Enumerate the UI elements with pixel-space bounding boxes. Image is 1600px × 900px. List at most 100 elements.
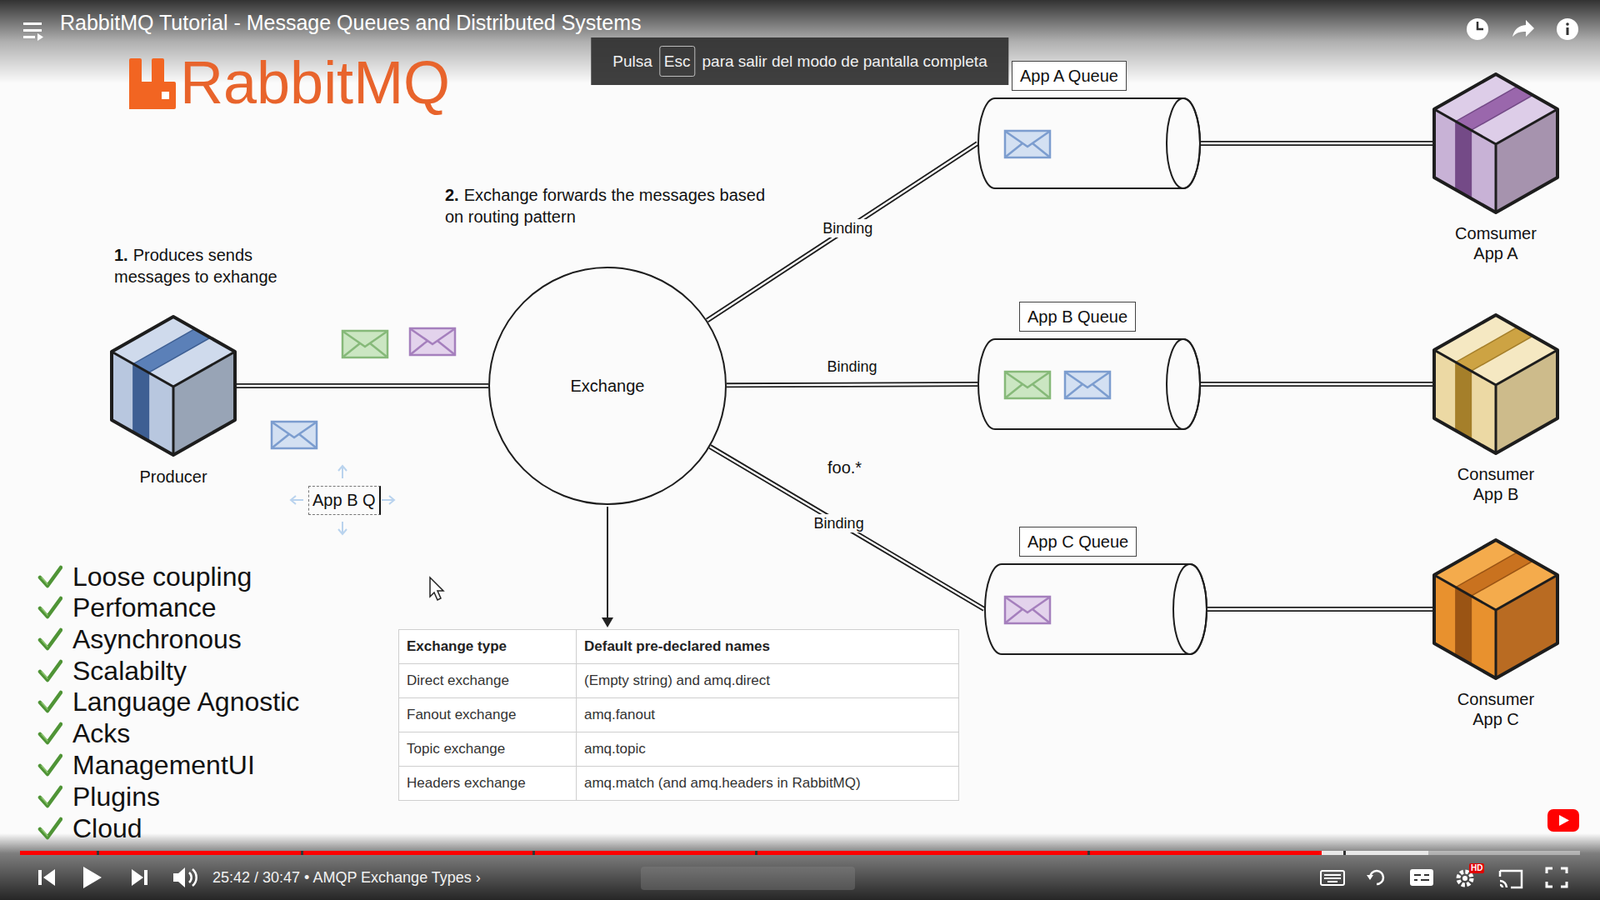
cube-tape (1455, 362, 1472, 440)
mouse-cursor (430, 577, 444, 600)
graphic-part (755, 850, 758, 855)
graphic-part (23, 22, 42, 25)
message-queue: App A Queue (975, 60, 1202, 190)
cube-face (1495, 109, 1558, 213)
circle-outline (489, 267, 726, 505)
binding-line (707, 143, 978, 321)
check-stroke (40, 567, 61, 586)
table-arrow (601, 506, 614, 628)
cube-icon (1430, 311, 1561, 457)
player-controls (38, 866, 197, 889)
checklist-row: Acks (37, 717, 130, 750)
graphic-part (1087, 850, 1090, 855)
cube-face (1495, 350, 1558, 454)
fullscreen-hint: Pulsa (612, 52, 653, 71)
graphic-part (37, 33, 44, 41)
check-mark (37, 626, 63, 652)
graphic-part (23, 35, 35, 39)
line-outer (710, 446, 985, 610)
cube-tape (133, 329, 211, 374)
envelope (1005, 371, 1050, 399)
check-mark (37, 720, 63, 746)
envelope (1005, 130, 1050, 158)
message-queue: App C Queue (981, 526, 1209, 656)
check-shine (41, 702, 48, 710)
graphic-part (20, 850, 1322, 855)
envelope (1065, 371, 1110, 399)
check-shine (41, 734, 48, 741)
node-label: Exchange (570, 375, 645, 396)
graphic-part (38, 870, 42, 885)
table-cell: Topic exchange (399, 732, 577, 767)
cube-edge (1434, 575, 1558, 679)
progress-bar (20, 850, 1580, 855)
graphic-part (96, 850, 100, 855)
step-callout: 1.Produces sends messages to exhange (114, 244, 310, 288)
fullscreen-hint: para salir del modo de pantalla completa (702, 52, 988, 71)
line-outer (726, 384, 978, 385)
routing-pattern: foo.* (827, 457, 862, 478)
cube-edge (1434, 109, 1558, 213)
hd-badge: HD (1469, 863, 1485, 874)
graphic-part (338, 521, 347, 535)
cube-icon (1430, 536, 1561, 682)
graphic-part (381, 495, 395, 505)
benefit-item: Scalabilty (72, 655, 187, 687)
graphic-part (1065, 372, 1110, 398)
checklist-row: Asynchronous (37, 623, 242, 655)
graphic-part (1559, 815, 1570, 826)
graphic-part (1370, 870, 1384, 885)
cube-tape (133, 364, 150, 442)
edited-text-box: App B Q (308, 485, 381, 515)
dimmed-toolbar (640, 866, 855, 890)
cylinder-end (1166, 98, 1200, 189)
graphic-part (192, 869, 197, 886)
check-stroke (40, 755, 61, 775)
node-label: Comsumer App A (1441, 223, 1550, 264)
benefit-item: Loose coupling (72, 560, 252, 593)
check-stroke (40, 598, 61, 617)
binding-label: Binding (810, 514, 868, 533)
node-label: Consumer App C (1441, 689, 1550, 730)
node-label: Producer (139, 466, 207, 487)
line-inner (1199, 142, 1434, 145)
check-shine (41, 797, 48, 805)
bottom-shade (0, 833, 1600, 900)
queue-name: App C Queue (1019, 526, 1137, 557)
graphic-part (290, 495, 304, 505)
key-cap: Esc (659, 45, 696, 77)
graphic-part (1466, 18, 1489, 40)
check-stroke (40, 630, 61, 649)
cube-tape (1455, 327, 1534, 372)
graphic-part (1547, 809, 1580, 832)
checklist-row: ManagementUI (37, 749, 255, 781)
graphic-part (1565, 22, 1570, 26)
graphic-part (1005, 597, 1050, 623)
table-cell: Headers exchange (399, 766, 577, 801)
graphic-part (1343, 850, 1346, 855)
graphic-part (1566, 27, 1570, 35)
graphic-part (1320, 870, 1345, 885)
checklist-row: Loose coupling (37, 560, 252, 593)
benefit-item: Cloud (72, 812, 143, 845)
binding-line (235, 385, 489, 387)
check-shine (41, 577, 48, 585)
binding-line (1199, 143, 1434, 145)
line-outer (235, 383, 489, 389)
cube-outline (111, 316, 235, 455)
check-mark (37, 564, 63, 590)
step-note: Produces sends messages to exhange (114, 245, 278, 286)
app-cube: Consumer App B (1422, 311, 1570, 505)
graphic-part (43, 869, 55, 886)
graphic-part (410, 328, 455, 355)
benefit-item: Acks (72, 717, 130, 750)
check-shine (41, 765, 48, 773)
cylinder-body (985, 564, 1207, 655)
graphic-part (1321, 850, 1580, 855)
check-stroke (40, 692, 61, 711)
table-cell: amq.topic (576, 732, 960, 767)
video-title: RabbitMQ Tutorial - Message Queues and D… (60, 10, 642, 35)
queue-cylinder (975, 337, 1202, 431)
line-inner (726, 384, 978, 385)
cylinder-end (1166, 339, 1200, 430)
